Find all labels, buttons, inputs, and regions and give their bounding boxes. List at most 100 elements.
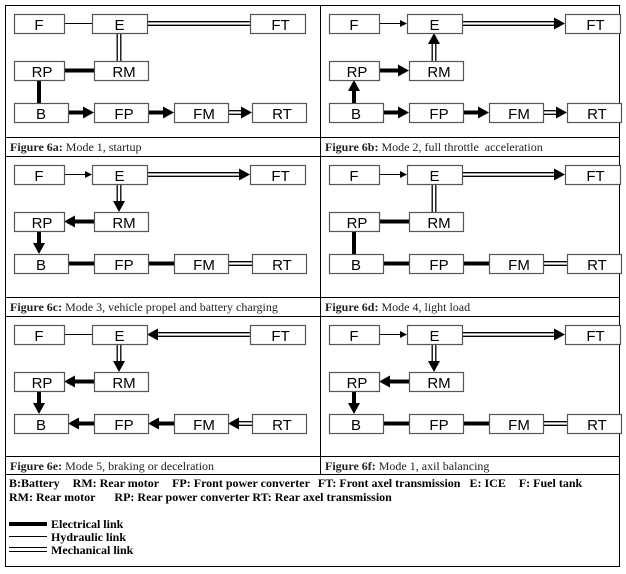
block-rp: RP [13, 371, 66, 393]
arrowhead-icon [163, 106, 174, 119]
divider [6, 297, 619, 298]
block-fp: FP [93, 253, 150, 275]
block-box [173, 413, 230, 435]
block-ft: FT [249, 324, 307, 346]
block-label: FT [271, 17, 289, 34]
block-box [13, 60, 66, 82]
block-box [328, 413, 385, 435]
block-label: B [351, 417, 361, 434]
block-label: RT [272, 106, 292, 123]
mechanical-link [428, 344, 440, 372]
mechanical-link [543, 106, 567, 119]
caption-text: Mode 5, braking or decelration [62, 459, 215, 473]
block-rp: RP [328, 211, 381, 233]
hydraulic-link [379, 20, 407, 27]
block-label: RM [427, 215, 450, 232]
figure-caption: Figure 6a: Mode 1, startup [10, 140, 141, 154]
block-e: E [406, 324, 464, 346]
block-fm: FM [173, 413, 230, 435]
block-box [249, 324, 307, 346]
block-label: RP [347, 64, 368, 81]
block-box [251, 102, 308, 124]
figure-caption: Figure 6f: Mode 1, axil balancing [325, 459, 489, 473]
block-box [408, 102, 465, 124]
block-rt: RT [566, 413, 623, 435]
block-b: B [328, 102, 385, 124]
figure-label: Figure 6e: [10, 459, 63, 473]
block-label: FM [193, 257, 215, 274]
block-b: B [328, 253, 385, 275]
block-fp: FP [408, 102, 465, 124]
block-label: F [34, 17, 43, 34]
arrowhead-icon [428, 33, 440, 44]
arrowhead-icon [400, 331, 407, 338]
figure-caption: Figure 6c: Mode 3, vehicle propel and ba… [10, 300, 278, 314]
mechanical-link [147, 168, 250, 181]
block-label: FT [271, 168, 289, 185]
block-rt: RT [566, 253, 623, 275]
block-box [328, 164, 381, 186]
electrical-link [148, 106, 174, 119]
legend-item: F: Fuel tank [518, 476, 583, 490]
block-label: RP [32, 375, 53, 392]
block-label: F [34, 168, 43, 185]
caption-text: Mode 1, axil balancing [375, 459, 490, 473]
block-label: B [351, 257, 361, 274]
block-rt: RT [566, 102, 623, 124]
block-box [13, 211, 66, 233]
block-b: B [13, 413, 70, 435]
mechanical-link [462, 328, 565, 341]
block-f: F [328, 164, 381, 186]
block-ft: FT [249, 164, 307, 186]
arrowhead-icon [478, 106, 489, 119]
block-fm: FM [488, 253, 545, 275]
block-box [91, 324, 149, 346]
block-fm: FM [173, 102, 230, 124]
block-rp: RP [328, 371, 381, 393]
legend-item: FP: Front power converter [172, 476, 310, 490]
block-box [13, 164, 66, 186]
block-rp: RP [13, 60, 66, 82]
block-box [93, 371, 150, 393]
divider [6, 456, 619, 457]
arrowhead-icon [33, 243, 45, 254]
electrical-link [33, 231, 45, 254]
arrowhead-icon [147, 328, 158, 341]
block-label: RP [32, 215, 53, 232]
legend-item: FT: Front axel transmission [317, 476, 461, 490]
legend-abbreviations-2: RM: Rear motor RP: Rear power converter … [9, 490, 592, 504]
block-box [408, 60, 465, 82]
electrical-link [348, 391, 360, 414]
block-e: E [406, 164, 464, 186]
block-rp: RP [328, 60, 381, 82]
block-box [488, 102, 545, 124]
caption-text: Mode 4, light load [378, 300, 471, 314]
block-ft: FT [564, 164, 622, 186]
figure-caption: Figure 6e: Mode 5, braking or decelratio… [10, 459, 214, 473]
block-rt: RT [251, 253, 308, 275]
column-divider [320, 6, 321, 474]
block-ft: FT [249, 13, 307, 35]
block-label: FP [429, 257, 448, 274]
block-box [406, 324, 464, 346]
block-box [406, 164, 464, 186]
block-label: FP [114, 106, 133, 123]
block-e: E [406, 13, 464, 35]
arrowhead-icon [68, 417, 79, 430]
block-box [406, 13, 464, 35]
block-rm: RM [93, 371, 150, 393]
arrowhead-icon [83, 106, 94, 119]
block-box [488, 253, 545, 275]
block-b: B [13, 102, 70, 124]
block-b: B [328, 413, 385, 435]
figure-caption: Figure 6d: Mode 4, light load [325, 300, 470, 314]
block-box [93, 60, 150, 82]
figure-label: Figure 6c: [10, 300, 63, 314]
block-label: B [36, 417, 46, 434]
block-box [328, 371, 381, 393]
caption-text: Mode 2, full throttle acceleration [378, 140, 543, 154]
block-box [93, 413, 150, 435]
arrowhead-icon [113, 361, 125, 372]
block-label: FT [271, 328, 289, 345]
